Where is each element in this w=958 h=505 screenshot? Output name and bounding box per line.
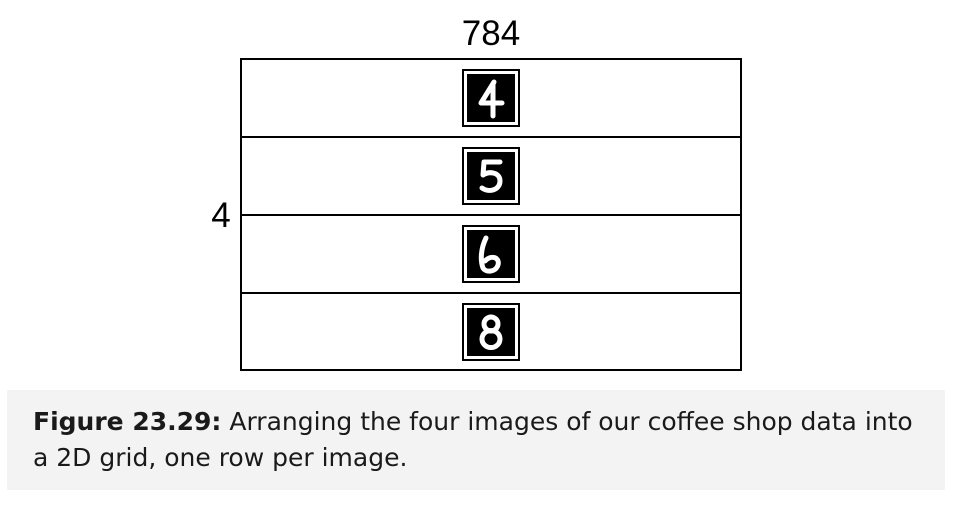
caption-text: Arranging the four images of our coffee … bbox=[33, 407, 913, 472]
row-count-label: 4 bbox=[211, 196, 231, 235]
grid-row-1 bbox=[242, 60, 740, 138]
figure-caption: Figure 23.29: Arranging the four images … bbox=[7, 390, 945, 490]
digit-4-icon bbox=[467, 74, 515, 122]
digit-image-8 bbox=[462, 303, 520, 361]
grid-diagram: 784 4 bbox=[211, 14, 742, 371]
image-grid bbox=[240, 58, 742, 371]
column-count-label: 784 bbox=[461, 14, 521, 53]
grid-row-3 bbox=[242, 216, 740, 294]
digit-image-5 bbox=[462, 147, 520, 205]
digit-5-icon bbox=[467, 152, 515, 200]
grid-row-2 bbox=[242, 138, 740, 216]
digit-8-icon bbox=[467, 308, 515, 356]
digit-6-icon bbox=[467, 230, 515, 278]
grid-row-4 bbox=[242, 294, 740, 373]
digit-image-4 bbox=[462, 69, 520, 127]
caption-label: Figure 23.29: bbox=[33, 407, 222, 436]
digit-image-6 bbox=[462, 225, 520, 283]
